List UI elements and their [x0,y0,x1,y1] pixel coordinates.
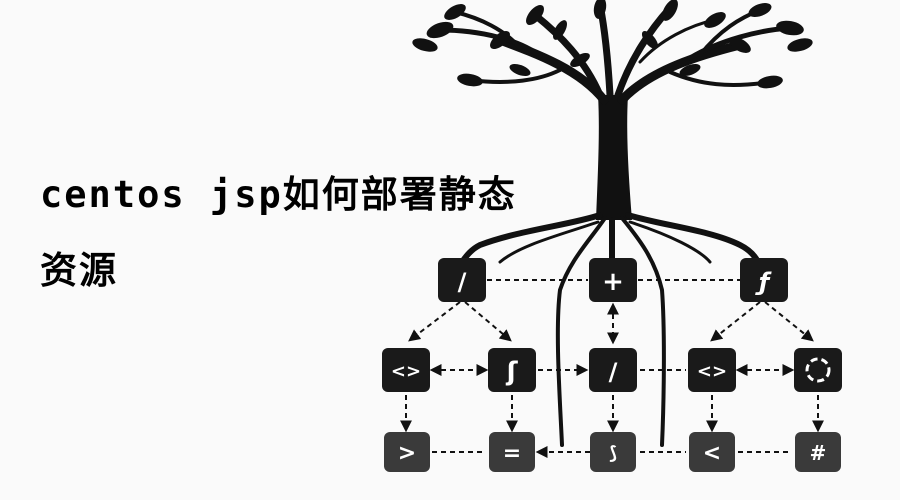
article-title-line-2: 资源 [40,249,118,292]
equals-icon: = [503,441,521,466]
node-integral-mid: ʃ [488,348,536,392]
node-refresh-mid [794,348,842,392]
slash-icon: / [609,358,618,386]
article-title-line-1: centos jsp如何部署静态 [40,173,517,216]
node-eq-bottom: = [489,432,535,472]
node-function-top: ƒ [740,258,788,302]
node-angle-mid: <> [688,348,736,392]
glyph-icon: ⟆ [609,443,617,464]
node-gt-bottom: > [384,432,430,472]
less-than-icon: < [703,441,721,466]
code-icon: <> [697,361,727,382]
refresh-icon [805,357,831,383]
hash-icon: # [810,441,827,465]
slash-icon: / [458,268,467,296]
code-icon: <> [391,361,421,382]
node-code-mid: <> [382,348,430,392]
node-hash-bottom: # [795,432,841,472]
integral-icon: ʃ [506,357,519,387]
tree-illustration [412,0,813,447]
node-slash-top: / [438,258,486,302]
node-slash-mid: / [589,348,637,392]
function-icon: ƒ [755,268,772,296]
plus-icon: + [602,267,624,297]
node-plus-top: + [589,258,637,302]
diagram-connectors [400,279,824,458]
node-lt-bottom: < [689,432,735,472]
node-glyph-bottom: ⟆ [590,432,636,472]
greater-than-icon: > [398,441,416,466]
